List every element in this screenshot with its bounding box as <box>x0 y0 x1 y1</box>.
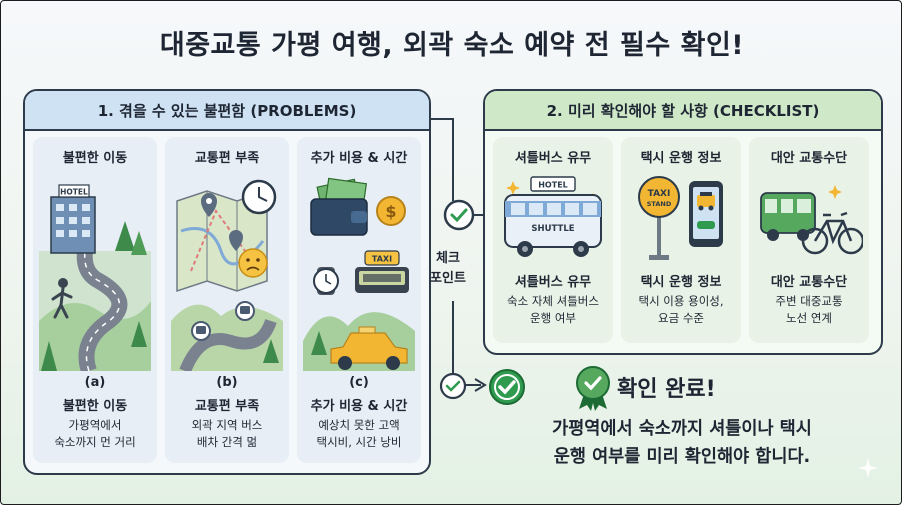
problem-letter: (b) <box>216 375 238 390</box>
checkpoint-label: 체크 포인트 <box>425 249 471 289</box>
checklist-desc-line2: 요금 수준 <box>658 311 704 325</box>
taxi-stand-sign-line1: TAXI <box>648 189 671 199</box>
problem-card-c: 추가 비용 & 시간 $ TAXI <box>297 137 421 463</box>
taxi-meter-sign: TAXI <box>372 255 392 264</box>
problem-card-title: 불편한 이동 <box>62 151 128 166</box>
money-taxi-illustration: $ TAXI <box>303 171 415 371</box>
taxi-stand-illustration: TAXI STAND <box>627 171 735 263</box>
checklist-card-title: 택시 운행 정보 <box>640 151 722 166</box>
problem-letter: (a) <box>84 375 106 390</box>
problem-label: 불편한 이동 <box>62 399 128 414</box>
confirm-description: 가평역에서 숙소까지 셔틀이나 택시 운행 여부를 미리 확인해야 합니다. <box>497 415 867 471</box>
checklist-card-taxi: 택시 운행 정보 TAXI STAND 택시 운행 정보 택시 이용 용이 <box>621 137 741 343</box>
checklist-card-shuttle: 셔틀버스 유무 HOTEL SHUTTLE 셔틀버스 유무 <box>493 137 613 343</box>
checkpoint-bottom-icon <box>439 372 467 400</box>
confirm-desc-line2: 운행 여부를 미리 확인해야 합니다. <box>553 447 811 467</box>
checklist-label: 택시 운행 정보 <box>640 275 722 290</box>
checklist-desc-line1: 주변 대중교통 <box>775 294 843 308</box>
problem-card-b: 교통편 부족 <box>165 137 289 463</box>
problem-desc-line2: 숙소까지 먼 거리 <box>54 435 136 449</box>
hotel-road-illustration: HOTEL <box>39 171 151 371</box>
checklist-desc-line2: 노선 연계 <box>786 311 832 325</box>
map-clock-illustration <box>171 171 283 371</box>
problem-card-title: 추가 비용 & 시간 <box>310 151 408 166</box>
checklist-desc-line1: 숙소 자체 셔틀버스 <box>507 294 599 308</box>
coin-icon <box>376 196 406 226</box>
checklist-heading: 2. 미리 확인해야 할 사항 (CHECKLIST) <box>485 91 881 131</box>
problem-desc-line1: 외곽 지역 버스 <box>191 418 263 432</box>
checklist-desc-line2: 운행 여부 <box>530 311 576 325</box>
problem-card-a: 불편한 이동 HOTEL <box>33 137 157 463</box>
check-circle-icon <box>443 199 475 231</box>
svg-text:$: $ <box>385 202 396 221</box>
problem-desc-line1: 예상치 못한 고액 <box>318 418 400 432</box>
bus-shuttle-sign: SHUTTLE <box>531 224 574 234</box>
taxi-stand-sign-icon <box>638 176 680 218</box>
checklist-label: 대안 교통수단 <box>770 275 848 290</box>
problem-desc-line2: 배차 간격 멂 <box>196 435 258 449</box>
checkpoint-line1: 체크 <box>436 251 460 266</box>
checklist-card-alternative: 대안 교통수단 대안 교통수단 주변 대중교통 노선 연계 <box>749 137 869 343</box>
checklist-card-title: 대안 교통수단 <box>770 151 848 166</box>
map-pin-icon <box>201 193 217 217</box>
taxi-stand-sign-line2: STAND <box>647 200 672 208</box>
green-check-badge-icon <box>489 369 525 405</box>
sparkle-icon <box>858 458 878 478</box>
problem-card-title: 교통편 부족 <box>194 151 260 166</box>
hotel-sign: HOTEL <box>60 188 88 197</box>
bus-hotel-sign: HOTEL <box>538 181 568 190</box>
checklist-desc-line1: 택시 이용 용이성, <box>638 294 724 308</box>
checklist-card-title: 셔틀버스 유무 <box>514 151 592 166</box>
worried-face-icon <box>238 248 268 278</box>
shuttle-bus-illustration: HOTEL SHUTTLE <box>499 171 607 263</box>
checkpoint-line2: 포인트 <box>430 271 466 286</box>
checklist-panel: 2. 미리 확인해야 할 사항 (CHECKLIST) 셔틀버스 유무 HOTE… <box>483 89 883 355</box>
problem-label: 추가 비용 & 시간 <box>310 399 408 414</box>
bicycle-icon <box>801 211 863 255</box>
problem-letter: (c) <box>349 375 369 390</box>
checkpoint-marker <box>437 197 481 233</box>
confirm-desc-line1: 가평역에서 숙소까지 셔틀이나 택시 <box>552 419 812 439</box>
problem-desc-line2: 택시비, 시간 낭비 <box>316 435 402 449</box>
problem-label: 교통편 부족 <box>194 399 260 414</box>
problems-heading: 1. 겪을 수 있는 불편함 (PROBLEMS) <box>25 91 429 131</box>
confirm-title: 확인 완료! <box>617 377 716 402</box>
award-ribbon-icon <box>576 366 610 411</box>
problem-desc-line1: 가평역에서 <box>68 418 122 432</box>
problems-panel: 1. 겪을 수 있는 불편함 (PROBLEMS) 불편한 이동 HOTEL <box>23 89 431 475</box>
checklist-label: 셔틀버스 유무 <box>514 275 592 290</box>
page-title: 대중교통 가평 여행, 외곽 숙소 예약 전 필수 확인! <box>159 30 745 61</box>
bus-bicycle-illustration <box>755 171 863 263</box>
